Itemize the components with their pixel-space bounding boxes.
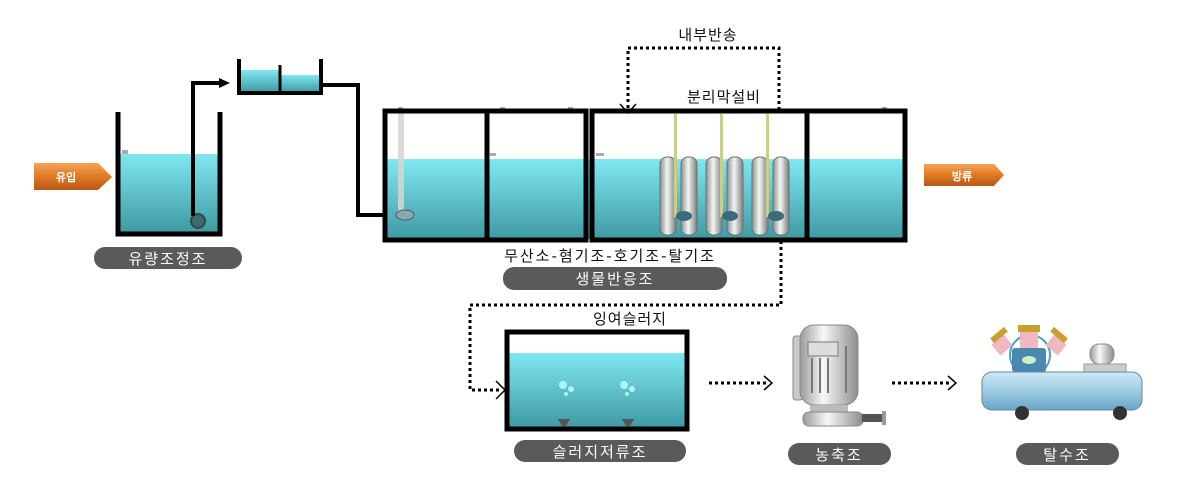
- equalization-tank: [115, 112, 223, 237]
- diffuser-icon: [622, 419, 634, 426]
- svg-text:농축조: 농축조: [815, 446, 862, 464]
- pump-icon: [190, 213, 206, 229]
- thickener-motor-icon: [792, 324, 886, 427]
- outflow-arrow: 방류: [924, 164, 1004, 186]
- inflow-arrow: 유입: [34, 163, 112, 190]
- membrane-module: [751, 114, 790, 236]
- sludge-storage-tank: [504, 329, 690, 432]
- flow-arrow-to-thickener: [709, 375, 774, 391]
- membrane-module: [659, 114, 698, 236]
- mixer-shaft: [398, 111, 404, 216]
- sludge-storage-label: 슬러지저류조: [514, 440, 686, 462]
- dewatering-label: 탈수조: [1016, 443, 1119, 465]
- inflow-label: 유입: [56, 171, 76, 184]
- dewatering-compressor-icon: [981, 325, 1143, 420]
- svg-text:탈수조: 탈수조: [1043, 446, 1090, 464]
- excess-sludge-label: 잉여슬러지: [593, 310, 667, 328]
- bioreactor-label: 생물반응조: [503, 267, 727, 290]
- feed-pipe: [321, 83, 390, 217]
- diffuser-icon: [558, 419, 570, 426]
- bioreactor-tank: [382, 107, 908, 243]
- process-sequence-label: 무산소-혐기조-호기조-탈기조: [504, 247, 716, 265]
- internal-return-line: [619, 46, 781, 115]
- membrane-label: 분리막설비: [687, 88, 761, 106]
- bubbles-icon: [559, 381, 635, 396]
- mixer-icon: [395, 209, 415, 221]
- flow-arrow-to-dewatering: [892, 375, 958, 391]
- equalization-tank-label: 유량조정조: [94, 247, 242, 269]
- distribution-box: [237, 59, 323, 95]
- transfer-pipe: [191, 81, 222, 216]
- thickener-label: 농축조: [788, 443, 891, 465]
- svg-text:유량조정조: 유량조정조: [128, 250, 207, 268]
- svg-text:슬러지저류조: 슬러지저류조: [553, 443, 648, 461]
- membrane-modules: [659, 114, 790, 236]
- membrane-module: [705, 114, 744, 236]
- svg-text:생물반응조: 생물반응조: [575, 270, 654, 288]
- outflow-label: 방류: [952, 169, 972, 183]
- internal-return-label: 내부반송: [678, 26, 737, 44]
